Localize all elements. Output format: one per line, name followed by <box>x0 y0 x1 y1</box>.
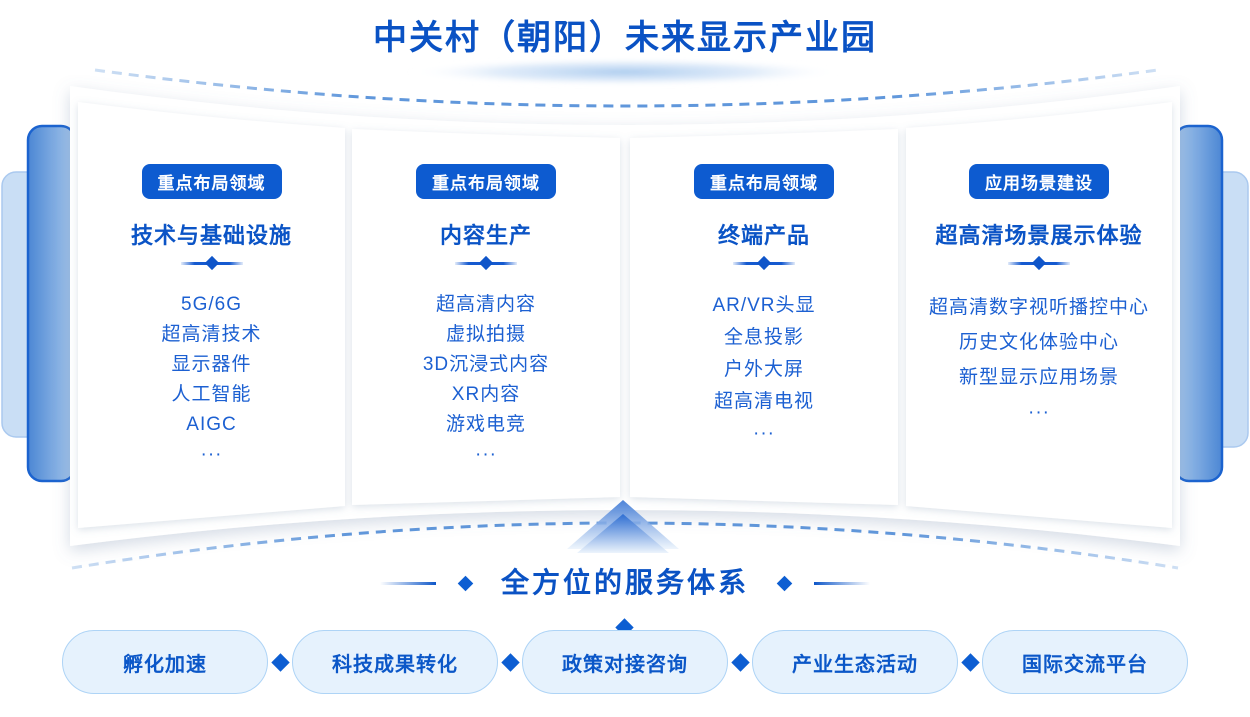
diamond-icon <box>204 255 219 271</box>
column-title: 内容生产 <box>439 223 532 248</box>
list-item: 超高清技术 <box>161 324 262 345</box>
column-badge: 重点布局领域 <box>694 164 834 199</box>
line-diamond-divider <box>733 255 795 271</box>
column-card <box>78 102 345 528</box>
heading-line-left <box>379 581 436 585</box>
column-items: AR/VR头显 全息投影 户外大屏 超高清电视 ··· <box>630 290 898 450</box>
diamond-icon <box>500 652 520 672</box>
list-item: 历史文化体验中心 <box>958 332 1119 353</box>
page-title: 中关村（朝阳）未来显示产业园 <box>373 19 877 57</box>
pill-separator <box>498 652 522 672</box>
list-item: XR内容 <box>451 384 521 405</box>
diamond-icon <box>776 575 793 591</box>
diamond-icon <box>756 255 772 271</box>
list-item: 人工智能 <box>171 384 252 405</box>
column-title: 技术与基础设施 <box>130 223 292 248</box>
diamond-icon <box>960 652 980 672</box>
column-card <box>630 129 898 505</box>
pill-separator <box>268 652 292 672</box>
list-item: 虚拟拍摄 <box>445 324 526 345</box>
column-tech-infrastructure: 重点布局领域 技术与基础设施 5G/6G 超高清技术 显示器件 人工智能 AIG… <box>78 164 345 470</box>
column-terminal-products: 重点布局领域 终端产品 AR/VR头显 全息投影 户外大屏 超高清电视 ··· <box>630 164 898 450</box>
pill-separator <box>958 652 982 672</box>
diamond-icon <box>457 575 474 591</box>
diamond-icon <box>730 652 750 672</box>
list-item: 5G/6G <box>181 294 242 315</box>
list-item: 游戏电竞 <box>445 414 526 435</box>
diamond-icon <box>1031 255 1047 271</box>
left-front-panel <box>26 124 77 483</box>
diamond-icon <box>478 255 494 271</box>
ellipsis-item: ··· <box>475 444 497 465</box>
service-pill: 科技成果转化 <box>292 630 498 694</box>
list-item: 全息投影 <box>723 327 804 348</box>
column-application-scenarios: 应用场景建设 超高清场景展示体验 超高清数字视听播控中心 历史文化体验中心 新型… <box>906 164 1172 430</box>
line-diamond-divider <box>1008 255 1070 271</box>
ellipsis-item: ··· <box>200 444 223 465</box>
column-card <box>352 129 620 505</box>
top-dashed-arc <box>94 68 1159 108</box>
list-item: 3D沉浸式内容 <box>422 354 550 375</box>
services-heading: 全方位的服务体系 <box>0 566 1250 600</box>
service-pills-row: 孵化加速 科技成果转化 政策对接咨询 产业生态活动 国际交流平台 <box>0 630 1250 694</box>
list-item: AIGC <box>186 414 237 435</box>
ellipsis-item: ··· <box>1028 402 1050 423</box>
diamond-icon <box>270 652 290 672</box>
list-item: 新型显示应用场景 <box>958 367 1119 388</box>
column-items: 超高清数字视听播控中心 历史文化体验中心 新型显示应用场景 ··· <box>906 290 1172 430</box>
list-item: 超高清电视 <box>713 391 814 412</box>
column-badge: 重点布局领域 <box>416 164 556 199</box>
service-pill: 孵化加速 <box>62 630 268 694</box>
service-pill: 政策对接咨询 <box>522 630 728 694</box>
list-item: 超高清内容 <box>435 294 536 315</box>
line-diamond-divider <box>455 255 517 271</box>
heading-line-right <box>814 581 870 585</box>
list-item: 显示器件 <box>171 354 252 375</box>
service-pill: 国际交流平台 <box>982 630 1188 694</box>
column-content-production: 重点布局领域 内容生产 超高清内容 虚拟拍摄 3D沉浸式内容 XR内容 游戏电竞… <box>352 164 620 470</box>
up-arrow-icon <box>567 500 679 553</box>
pill-separator <box>728 652 752 672</box>
line-diamond-divider <box>180 255 243 271</box>
list-item: 超高清数字视听播控中心 <box>928 297 1149 318</box>
column-title: 超高清场景展示体验 <box>935 223 1143 248</box>
screen-panel <box>70 86 1180 546</box>
column-badge: 应用场景建设 <box>969 164 1109 199</box>
column-cards <box>78 102 1172 528</box>
right-front-panel <box>1173 124 1224 483</box>
services-title: 全方位的服务体系 <box>500 567 749 598</box>
ellipsis-item: ··· <box>753 423 775 444</box>
column-card <box>906 102 1172 528</box>
column-title: 终端产品 <box>717 223 810 248</box>
column-items: 5G/6G 超高清技术 显示器件 人工智能 AIGC ··· <box>78 290 345 470</box>
column-items: 超高清内容 虚拟拍摄 3D沉浸式内容 XR内容 游戏电竞 ··· <box>352 290 620 470</box>
service-pill: 产业生态活动 <box>752 630 958 694</box>
list-item: AR/VR头显 <box>712 295 816 316</box>
list-item: 户外大屏 <box>723 359 804 380</box>
column-badge: 重点布局领域 <box>141 164 282 199</box>
title-glow <box>407 58 843 86</box>
